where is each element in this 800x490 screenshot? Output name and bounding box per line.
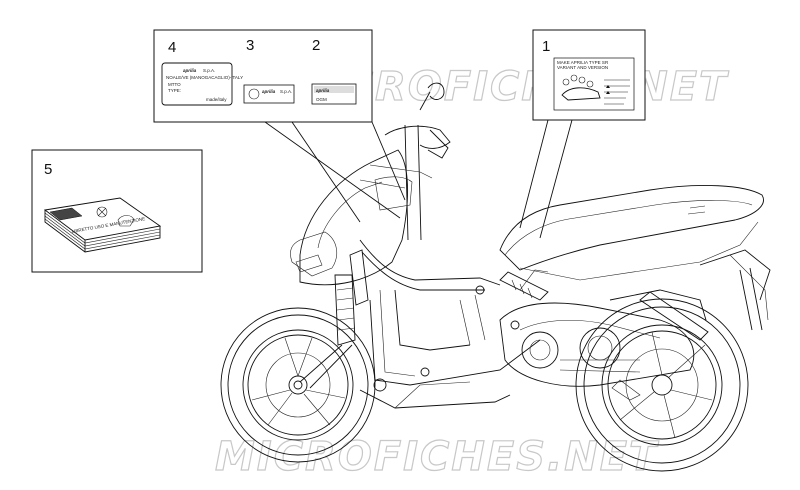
plate-mtto: MTTO: [168, 82, 181, 87]
watermark-bottom: MICROFICHES.NET: [215, 434, 659, 480]
decal-text-2: VARIANT AND VERSION: [557, 65, 608, 70]
scooter-drawing: [220, 82, 771, 472]
callout-number-5: 5: [44, 161, 52, 178]
front-wheel: [220, 307, 376, 463]
sticker3-suffix: S.p.A.: [280, 89, 292, 94]
identification-plate: aprilia S.p.A. NOALE/VE (MANOGACAGLIO)-I…: [161, 62, 243, 106]
sticker-3: aprilia S.p.A.: [243, 84, 295, 104]
plate-maker: made/italy: [206, 97, 227, 102]
owner-manual-book: LIBRETTO USO E MANUTENZIONE: [43, 197, 162, 253]
callout-box-decal: 1 MAKE APRILIA TYPE SR VARIANT AND VERSI…: [532, 29, 646, 121]
callout-box-labels: 4 3 2 aprilia S.p.A. NOALE/VE (MANOGACAG…: [153, 29, 373, 123]
rear-wheel: [575, 298, 749, 472]
plate-brand-suffix: S.p.A.: [203, 68, 215, 73]
callout-box-manual: 5 LIBRETTO USO E MANUTENZIONE: [31, 149, 203, 273]
decal-diagram: [561, 74, 630, 105]
leader-lines: [264, 119, 573, 239]
plate-type: TYPE:: [168, 88, 181, 93]
decal-text-1: MAKE APRILIA TYPE SR: [557, 60, 609, 65]
sticker2-text: OGM: [316, 97, 327, 102]
sticker-2: aprilia OGM: [311, 83, 357, 105]
callout-number-1: 1: [542, 38, 550, 55]
callout-number-4: 4: [168, 39, 176, 56]
sticker3-brand: aprilia: [262, 89, 276, 94]
plate-address: NOALE/VE (MANOGACAGLIO)-ITALY: [166, 75, 243, 80]
callout-number-3: 3: [246, 37, 254, 54]
callout-number-2: 2: [312, 37, 320, 54]
sticker2-brand: aprilia: [316, 88, 330, 93]
plate-brand: aprilia: [183, 68, 197, 73]
